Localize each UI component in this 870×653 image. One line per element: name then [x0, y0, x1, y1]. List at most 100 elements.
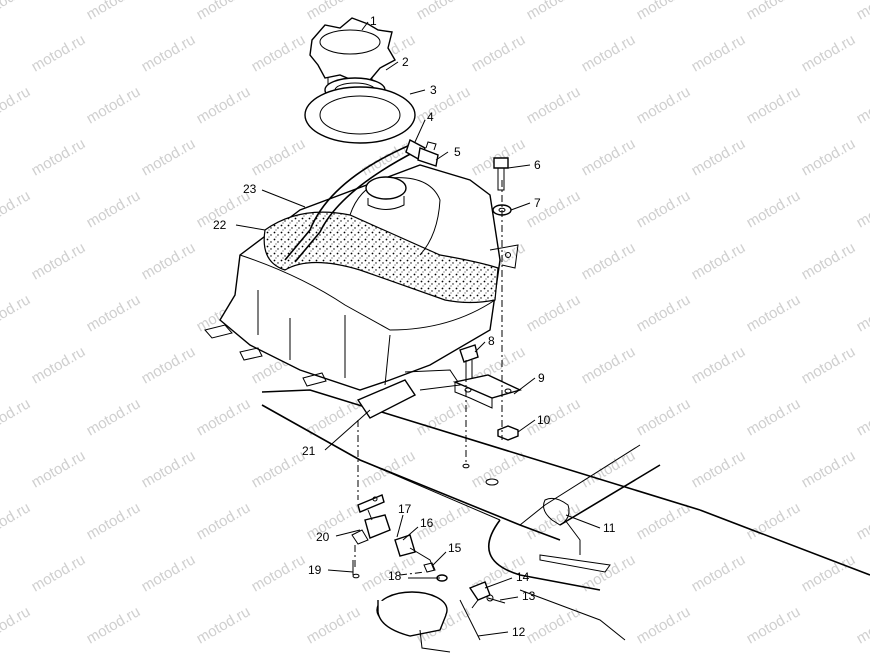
watermark-text: motod.ru — [84, 499, 144, 543]
watermark-text: motod.ru — [194, 0, 254, 23]
watermark-text: motod.ru — [854, 187, 870, 231]
watermark-text: motod.ru — [0, 0, 33, 23]
watermark-text: motod.ru — [689, 31, 749, 75]
callout-12: 12 — [512, 625, 526, 639]
watermark-text: motod.ru — [524, 603, 584, 647]
watermark-text: motod.ru — [579, 31, 639, 75]
watermark-text: motod.ru — [744, 395, 804, 439]
watermark-text: motod.ru — [524, 291, 584, 335]
watermark-text: motod.ru — [634, 603, 694, 647]
watermark-text: motod.ru — [139, 31, 199, 75]
watermark-text: motod.ru — [139, 551, 199, 595]
watermark-text: motod.ru — [0, 187, 33, 231]
watermark-text: motod.ru — [84, 395, 144, 439]
watermark-text: motod.ru — [29, 551, 89, 595]
callout-15: 15 — [448, 541, 462, 555]
callout-1: 1 — [370, 14, 377, 28]
watermark-text: motod.ru — [854, 0, 870, 23]
watermark-text: motod.ru — [524, 187, 584, 231]
watermark-text: motod.ru — [634, 83, 694, 127]
watermark-text: motod.ru — [139, 239, 199, 283]
watermark-text: motod.ru — [249, 551, 309, 595]
watermark-text: motod.ru — [744, 603, 804, 647]
fuel-filter — [376, 591, 451, 653]
watermark-text: motod.ru — [634, 395, 694, 439]
watermark-text: motod.ru — [84, 291, 144, 335]
bolt-lower — [459, 344, 479, 383]
callout-4: 4 — [427, 110, 434, 124]
watermark-text: motod.ru — [249, 31, 309, 75]
watermark-text: motod.ru — [304, 603, 364, 647]
watermark-text: motod.ru — [524, 395, 584, 439]
watermark-text: motod.ru — [359, 447, 419, 491]
watermark-text: motod.ru — [139, 343, 199, 387]
watermark-text: motod.ru — [689, 343, 749, 387]
watermark-text: motod.ru — [854, 395, 870, 439]
watermark-text: motod.ru — [29, 135, 89, 179]
watermark-text: motod.ru — [744, 499, 804, 543]
watermark-text: motod.ru — [579, 551, 639, 595]
watermark-text: motod.ru — [84, 83, 144, 127]
watermark-text: motod.ru — [689, 135, 749, 179]
callout-10: 10 — [537, 413, 551, 427]
callout-7: 7 — [534, 196, 541, 210]
callout-9: 9 — [538, 371, 545, 385]
callout-6: 6 — [534, 158, 541, 172]
watermark-text: motod.ru — [689, 447, 749, 491]
watermark-text: motod.ru — [414, 395, 474, 439]
watermark-text: motod.ru — [854, 603, 870, 647]
callout-21: 21 — [302, 444, 316, 458]
watermark-text: motod.ru — [854, 291, 870, 335]
watermark-text: motod.ru — [304, 499, 364, 543]
callout-17: 17 — [398, 502, 412, 516]
watermark-text: motod.ru — [524, 83, 584, 127]
watermark-text: motod.ru — [579, 447, 639, 491]
watermark-text: motod.ru — [29, 447, 89, 491]
watermark-text: motod.ru — [799, 239, 859, 283]
callout-13: 13 — [522, 589, 536, 603]
watermark-text: motod.ru — [414, 0, 474, 23]
watermark-text: motod.ru — [799, 31, 859, 75]
watermark-text: motod.ru — [84, 0, 144, 23]
watermark-text: motod.ru — [634, 291, 694, 335]
watermark-text: motod.ru — [249, 447, 309, 491]
watermark-text: motod.ru — [0, 83, 33, 127]
watermark-text: motod.ru — [689, 239, 749, 283]
watermark-text: motod.ru — [249, 135, 309, 179]
hose-clamp — [468, 581, 506, 609]
callout-14: 14 — [516, 570, 530, 584]
callout-23: 23 — [243, 182, 257, 196]
watermark-text: motod.ru — [854, 499, 870, 543]
watermark-text: motod.ru — [0, 395, 33, 439]
callout-20: 20 — [316, 530, 330, 544]
callout-5: 5 — [454, 145, 461, 159]
callout-2: 2 — [402, 55, 409, 69]
watermark-text: motod.ru — [799, 343, 859, 387]
watermark-text: motod.ru — [139, 135, 199, 179]
watermark-text: motod.ru — [194, 395, 254, 439]
frame-tube — [261, 389, 870, 641]
nut — [497, 425, 519, 441]
assembly-center-lines — [354, 180, 503, 576]
watermark-text: motod.ru — [29, 343, 89, 387]
watermark-text: motod.ru — [194, 603, 254, 647]
callout-3: 3 — [430, 83, 437, 97]
fuel-tank — [204, 164, 519, 419]
callout-19: 19 — [308, 563, 322, 577]
fuel-cap-assembly — [304, 17, 416, 144]
watermark-text: motod.ru — [579, 135, 639, 179]
watermark-text: motod.ru — [524, 0, 584, 23]
watermark-text: motod.ru — [29, 31, 89, 75]
hose-fitting — [417, 141, 439, 167]
callout-16: 16 — [420, 516, 434, 530]
watermark-text: motod.ru — [194, 83, 254, 127]
callout-8: 8 — [488, 334, 495, 348]
watermark-text: motod.ru — [0, 291, 33, 335]
watermark-text: motod.ru — [799, 447, 859, 491]
watermark-text: motod.ru — [84, 187, 144, 231]
watermark-text: motod.ru — [634, 187, 694, 231]
watermark-text: motod.ru — [799, 135, 859, 179]
watermark-text: motod.ru — [744, 291, 804, 335]
watermark-text: motod.ru — [634, 0, 694, 23]
